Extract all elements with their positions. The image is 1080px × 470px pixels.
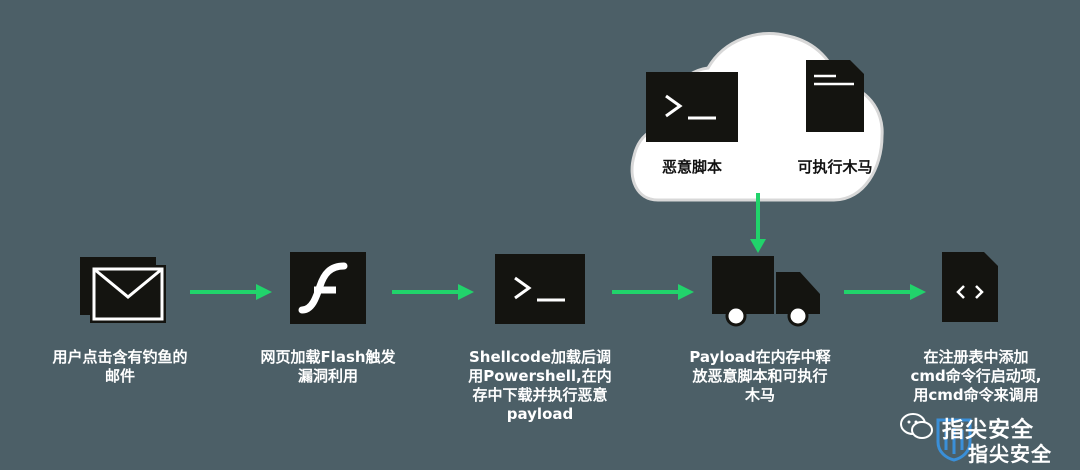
code-file-icon [942,252,998,322]
terminal-icon [495,254,585,324]
arrow-right [844,284,926,300]
watermark-text: 指尖安全 [968,442,1052,466]
cloud-item-label: 恶意脚本 [661,158,722,176]
arrow-down [750,193,766,253]
arrow-right [392,284,474,300]
mail-icon [80,257,166,323]
step-label: 用户点击含有钓鱼的邮件 [52,348,188,385]
cloud-terminal-icon [646,72,738,142]
executable-file-icon [806,60,864,132]
logo-icon [934,416,974,462]
step-label: 网页加载Flash触发漏洞利用 [260,348,396,385]
arrow-right [190,284,272,300]
cloud-item-label: 可执行木马 [797,158,873,176]
arrow-right [612,284,694,300]
flash-icon [290,252,366,324]
step-label: Payload在内存中释放恶意脚本和可执行木马 [689,348,831,404]
wechat-icon [900,412,934,442]
watermark-text: 指尖安全 [942,418,1035,443]
truck-icon [712,256,822,328]
